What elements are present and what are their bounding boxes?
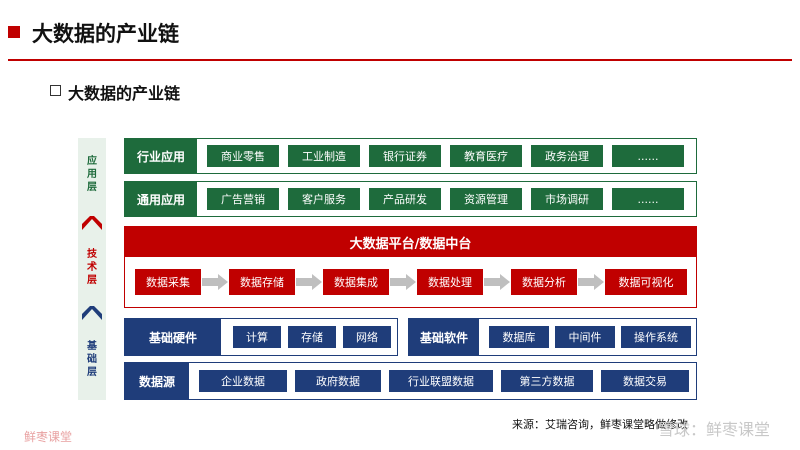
software-item: 数据库 (489, 326, 549, 348)
industry-app-item: 政务治理 (531, 145, 603, 167)
industry-app-item: 工业制造 (288, 145, 360, 167)
data-source-item: 第三方数据 (501, 370, 593, 392)
general-app-item: 市场调研 (531, 188, 603, 210)
section-subtitle: 大数据的产业链 (68, 84, 181, 103)
data-source-item: 企业数据 (199, 370, 287, 392)
industry-apps-row: 行业应用 商业零售 工业制造 银行证券 教育医疗 政务治理 ...... (124, 138, 697, 174)
data-source-item: 政府数据 (295, 370, 381, 392)
arrow-right-icon (202, 274, 228, 290)
platform-step: 数据分析 (511, 269, 577, 295)
general-app-item: 广告营销 (207, 188, 279, 210)
arrow-right-icon (484, 274, 510, 290)
layer-column (78, 138, 106, 400)
arrow-right-icon (578, 274, 604, 290)
hardware-box: 基础硬件 计算 存储 网络 (124, 318, 398, 356)
hardware-item: 网络 (343, 326, 391, 348)
data-source-item: 行业联盟数据 (389, 370, 493, 392)
software-item: 操作系统 (621, 326, 691, 348)
hardware-item: 计算 (233, 326, 281, 348)
hardware-item: 存储 (288, 326, 336, 348)
industry-app-item: ...... (612, 145, 684, 167)
industry-apps-label: 行业应用 (125, 139, 197, 173)
subtitle-bullet-icon (50, 85, 61, 96)
chevron-up-icon (82, 216, 102, 230)
chevron-up-icon (82, 306, 102, 320)
general-apps-label: 通用应用 (125, 182, 197, 216)
data-platform-box: 大数据平台/数据中台 数据采集 数据存储 数据集成 数据处理 数据分析 数据可视… (124, 226, 697, 308)
layer-label-technology: 技术层 (87, 249, 97, 286)
data-platform-label: 大数据平台/数据中台 (125, 227, 696, 257)
industry-app-item: 商业零售 (207, 145, 279, 167)
general-apps-row: 通用应用 广告营销 客户服务 产品研发 资源管理 市场调研 ...... (124, 181, 697, 217)
platform-step: 数据可视化 (605, 269, 687, 295)
software-box: 基础软件 数据库 中间件 操作系统 (408, 318, 697, 356)
data-sources-label: 数据源 (125, 363, 189, 399)
arrow-right-icon (296, 274, 322, 290)
watermark-right: 雪球：鲜枣课堂 (658, 420, 771, 439)
general-app-item: 资源管理 (450, 188, 522, 210)
software-label: 基础软件 (409, 319, 479, 355)
source-note: 来源：艾瑞咨询，鲜枣课堂略做修改 (512, 418, 688, 431)
page-title: 大数据的产业链 (32, 22, 179, 46)
general-app-item: 产品研发 (369, 188, 441, 210)
data-source-item: 数据交易 (601, 370, 689, 392)
title-marker (8, 26, 20, 38)
general-app-item: 客户服务 (288, 188, 360, 210)
platform-step: 数据采集 (135, 269, 201, 295)
watermark-left: 鲜枣课堂 (24, 430, 73, 444)
software-item: 中间件 (555, 326, 615, 348)
title-divider (8, 59, 792, 61)
data-sources-box: 数据源 企业数据 政府数据 行业联盟数据 第三方数据 数据交易 (124, 362, 697, 400)
layer-label-application: 应用层 (87, 156, 97, 193)
arrow-right-icon (390, 274, 416, 290)
platform-step: 数据集成 (323, 269, 389, 295)
industry-app-item: 教育医疗 (450, 145, 522, 167)
platform-step: 数据处理 (417, 269, 483, 295)
platform-step: 数据存储 (229, 269, 295, 295)
industry-app-item: 银行证券 (369, 145, 441, 167)
layer-label-foundation: 基础层 (87, 341, 97, 378)
general-app-item: ...... (612, 188, 684, 210)
hardware-label: 基础硬件 (125, 319, 221, 355)
